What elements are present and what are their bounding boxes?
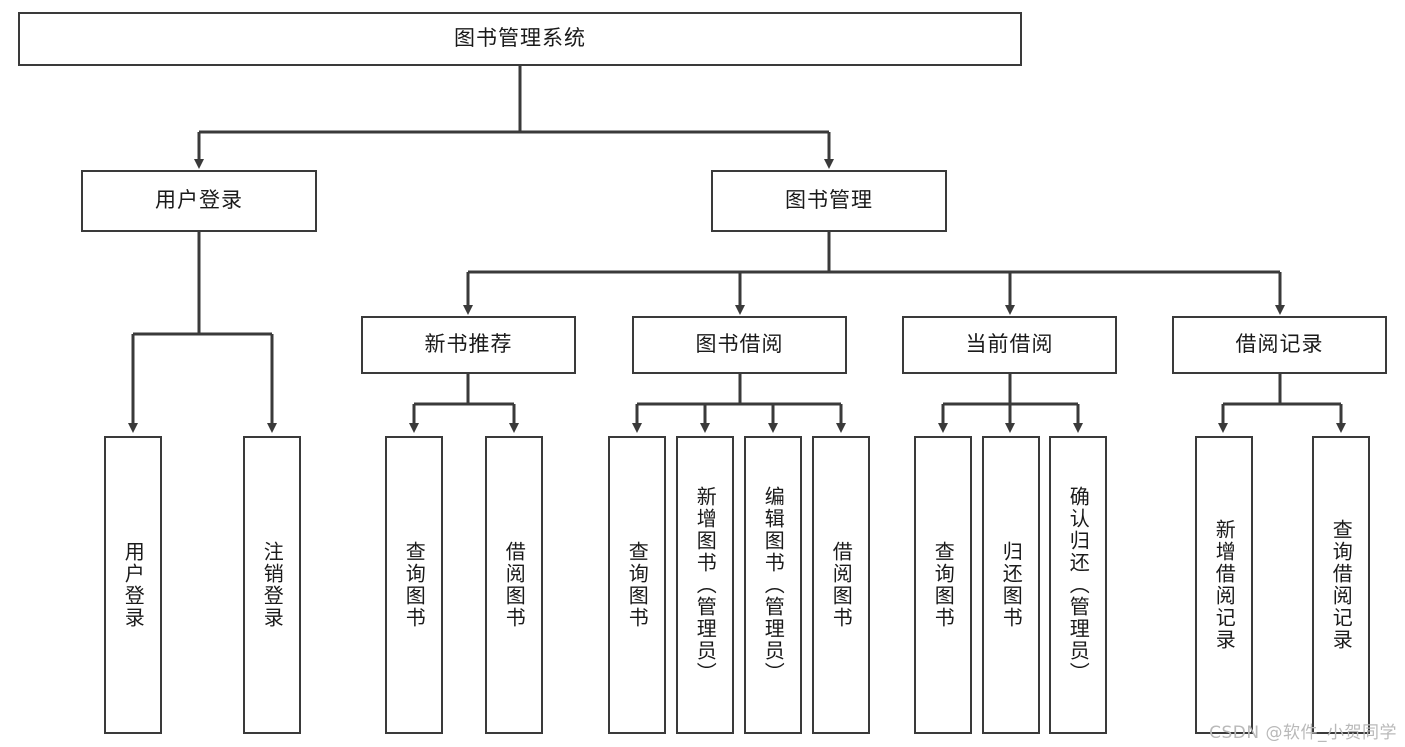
node-current-borrow[interactable]: 当前借阅 [902,316,1117,374]
node-label: 确认归还（管理员） [1066,486,1091,684]
node-label: 查询图书 [625,541,650,629]
node-label: 新增图书（管理员） [693,486,718,684]
node-new-book-recommend[interactable]: 新书推荐 [361,316,576,374]
leaf-query-book-1[interactable]: 查询图书 [385,436,443,734]
node-user-login[interactable]: 用户登录 [81,170,317,232]
node-label: 查询图书 [402,541,427,629]
leaf-edit-book[interactable]: 编辑图书（管理员） [744,436,802,734]
node-label: 当前借阅 [965,332,1054,357]
leaf-query-book-2[interactable]: 查询图书 [608,436,666,734]
node-book-manage[interactable]: 图书管理 [711,170,947,232]
node-label: 用户登录 [155,188,243,213]
node-label: 图书管理 [785,188,873,213]
watermark-text: CSDN @软件_小贺同学 [1209,723,1397,743]
node-label: 查询借阅记录 [1329,519,1354,651]
leaf-borrow-book-1[interactable]: 借阅图书 [485,436,543,734]
node-label: 借阅记录 [1235,332,1324,357]
node-borrow-record[interactable]: 借阅记录 [1172,316,1387,374]
node-root-system[interactable]: 图书管理系统 [18,12,1022,66]
leaf-add-record[interactable]: 新增借阅记录 [1195,436,1253,734]
node-label: 归还图书 [999,541,1024,629]
leaf-borrow-book-2[interactable]: 借阅图书 [812,436,870,734]
leaf-logout[interactable]: 注销登录 [243,436,301,734]
leaf-user-login[interactable]: 用户登录 [104,436,162,734]
node-label: 新书推荐 [424,332,513,357]
leaf-confirm-return[interactable]: 确认归还（管理员） [1049,436,1107,734]
node-label: 用户登录 [121,541,146,629]
node-label: 借阅图书 [502,541,527,629]
node-label: 图书管理系统 [454,26,586,51]
leaf-query-book-3[interactable]: 查询图书 [914,436,972,734]
node-label: 查询图书 [931,541,956,629]
node-label: 注销登录 [260,541,285,629]
leaf-return-book[interactable]: 归还图书 [982,436,1040,734]
node-book-borrow[interactable]: 图书借阅 [632,316,847,374]
leaf-add-book[interactable]: 新增图书（管理员） [676,436,734,734]
leaf-query-record[interactable]: 查询借阅记录 [1312,436,1370,734]
node-label: 新增借阅记录 [1212,519,1237,651]
node-label: 借阅图书 [829,541,854,629]
node-label: 图书借阅 [695,332,784,357]
node-label: 编辑图书（管理员） [761,486,786,684]
